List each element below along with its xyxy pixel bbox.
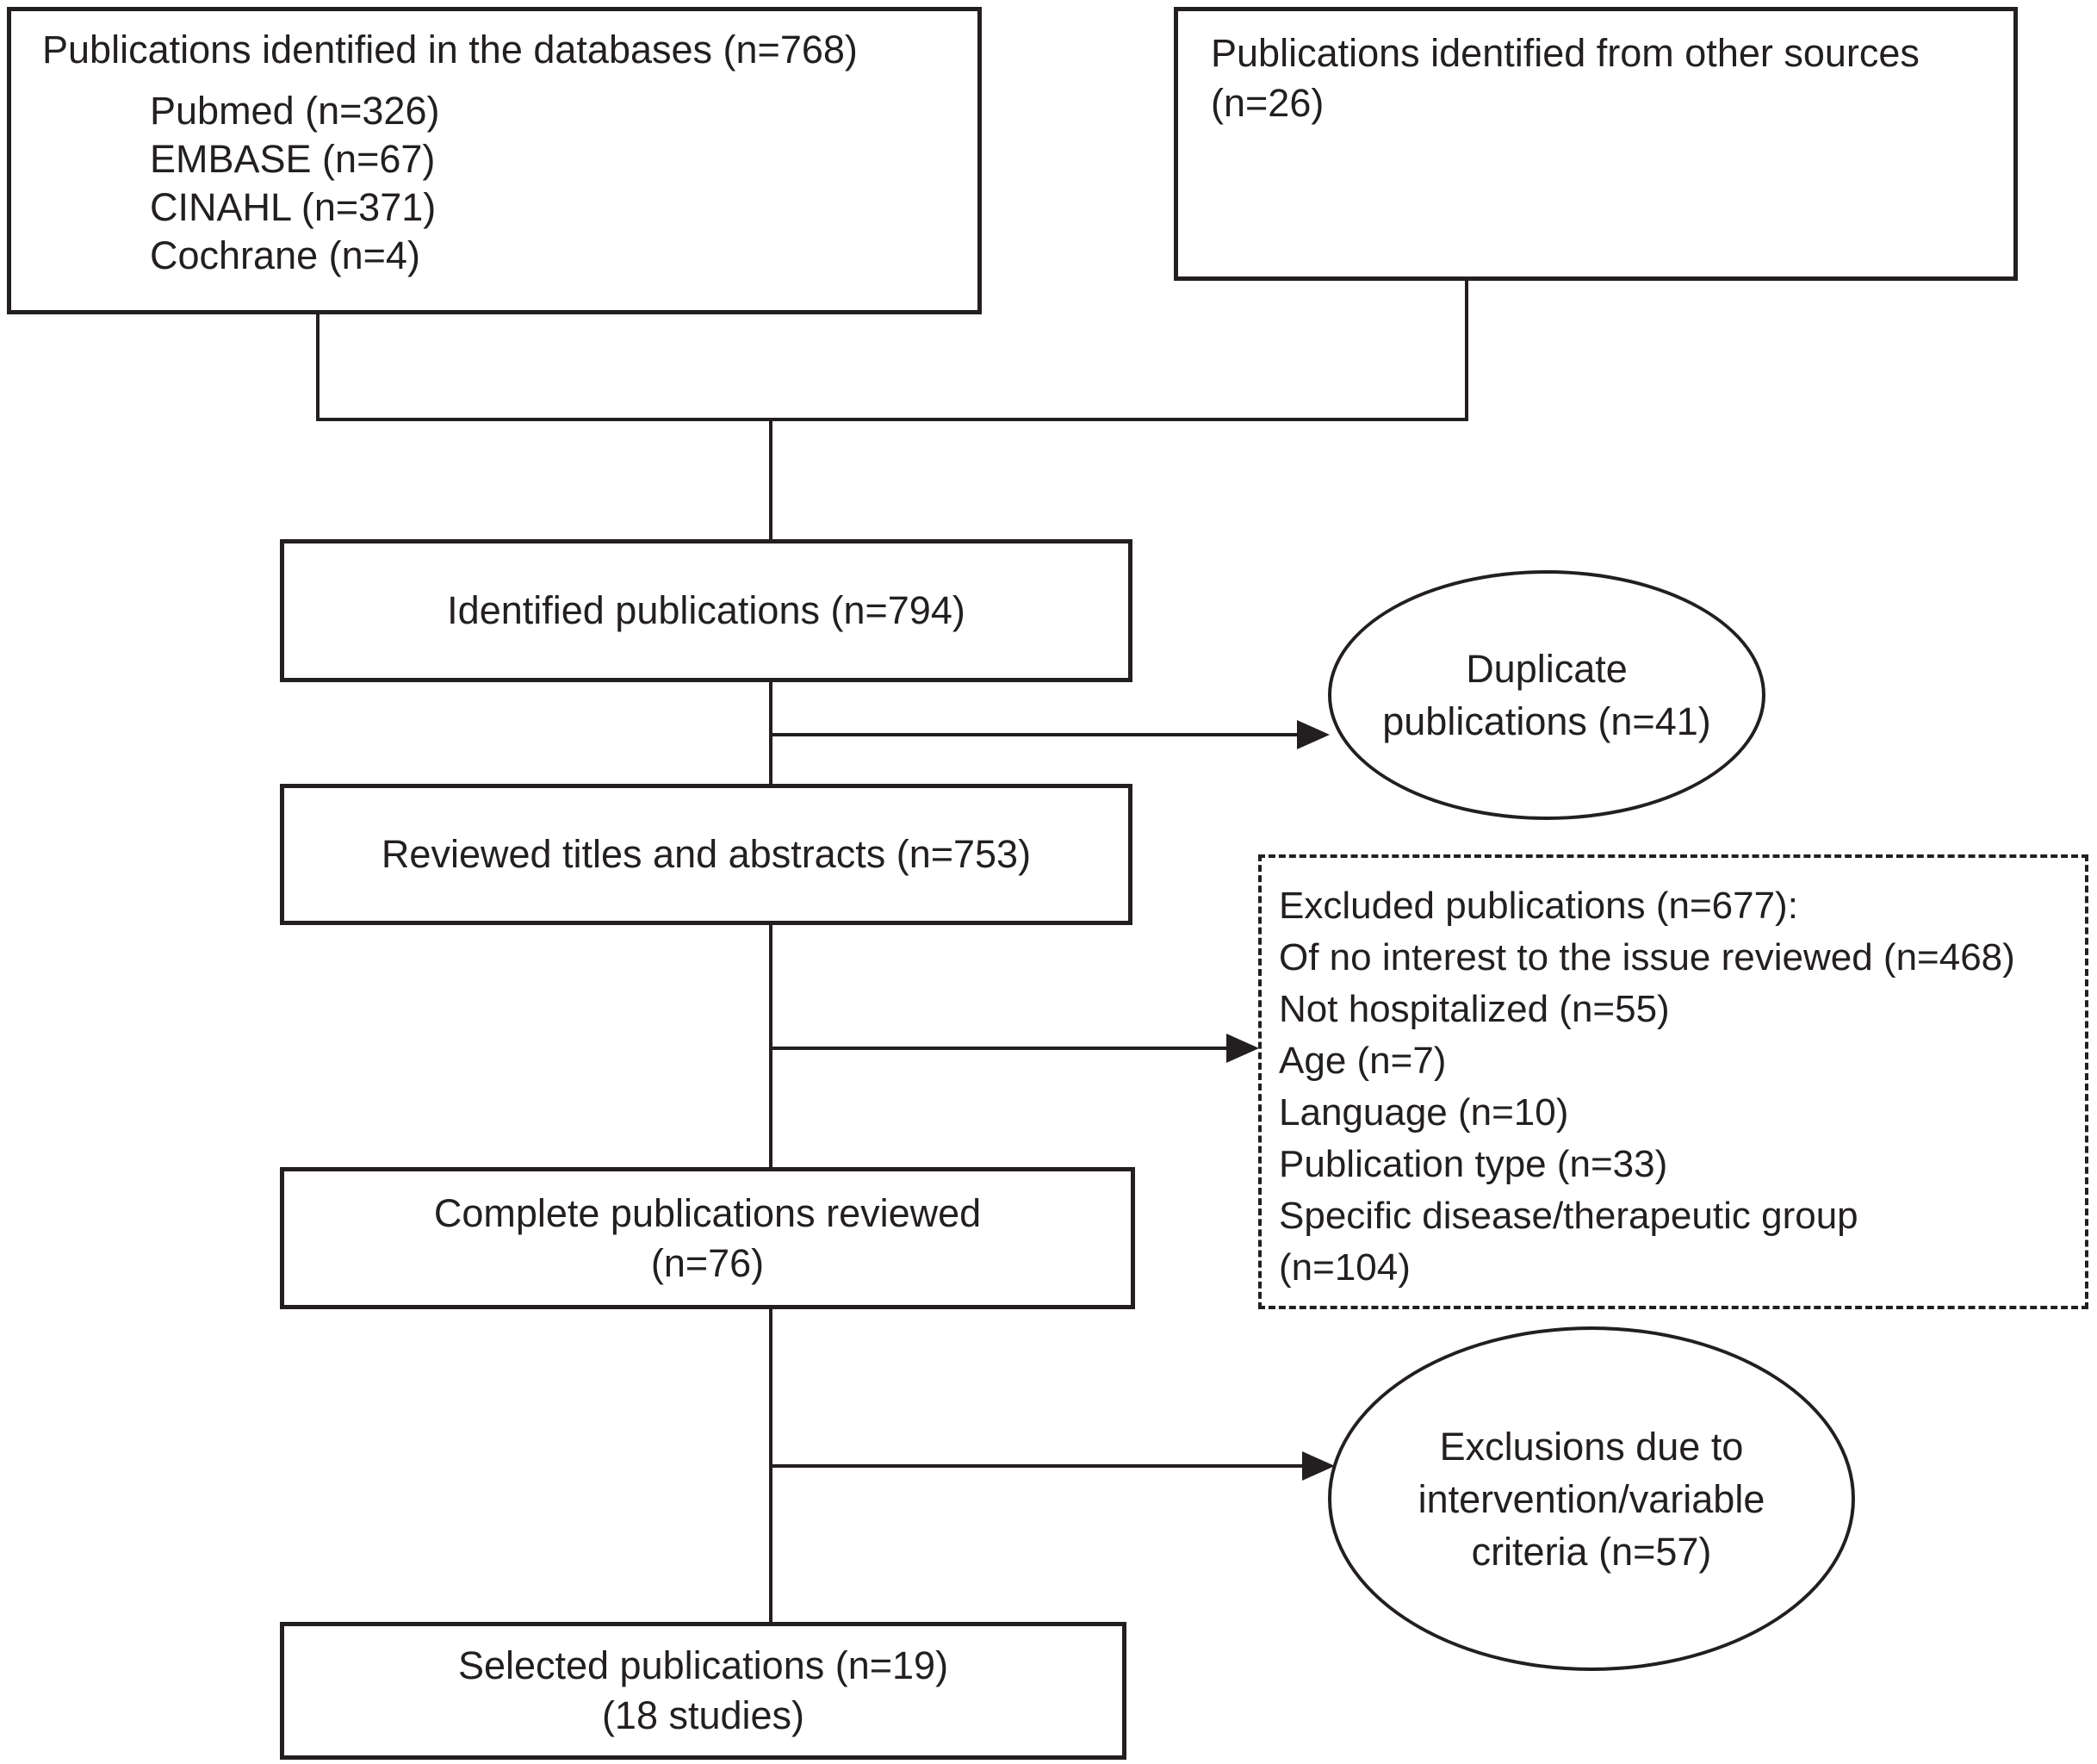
ellipse-exclusions-criteria-line: Exclusions due to xyxy=(1439,1424,1744,1469)
arrowhead-right-icon xyxy=(1297,720,1330,749)
box-other-sources: Publications identified from other sourc… xyxy=(1174,7,2018,281)
connector-reviewed-to-complete xyxy=(769,923,772,1169)
box-identified-publications: Identified publications (n=794) xyxy=(280,539,1132,682)
box-excluded-publications: Excluded publications (n=677): Of no int… xyxy=(1258,854,2088,1309)
connector-complete-to-selected xyxy=(769,1307,772,1624)
excluded-publications-title: Excluded publications (n=677): xyxy=(1279,885,1798,927)
ellipse-exclusions-criteria: Exclusions due to intervention/variable … xyxy=(1328,1326,1855,1671)
box-complete-publications: Complete publications reviewed (n=76) xyxy=(280,1167,1135,1309)
box-selected-publications-label: Selected publications (n=19) (18 studies… xyxy=(458,1641,948,1741)
excluded-reason: Age (n=7) xyxy=(1279,1040,1447,1082)
box-identified-publications-label: Identified publications (n=794) xyxy=(447,588,965,632)
ellipse-exclusions-criteria-line: intervention/variable xyxy=(1418,1476,1765,1521)
excluded-reason: Publication type (n=33) xyxy=(1279,1143,1668,1185)
box-complete-publications-line: (n=76) xyxy=(650,1240,765,1285)
database-list-item: Cochrane (n=4) xyxy=(150,233,420,277)
arrow-to-duplicates-line xyxy=(772,733,1300,736)
database-list-item: EMBASE (n=67) xyxy=(150,137,436,181)
connector-identified-to-reviewed xyxy=(769,680,772,786)
box-selected-publications-line: Selected publications (n=19) xyxy=(457,1643,949,1687)
connector-join-to-identified xyxy=(769,418,772,541)
ellipse-duplicate-publications-line: publications (n=41) xyxy=(1382,699,1711,743)
box-publications-databases-title: Publications identified in the databases… xyxy=(42,28,858,71)
ellipse-exclusions-criteria-line: criteria (n=57) xyxy=(1471,1529,1712,1574)
box-reviewed-titles-abstracts-label: Reviewed titles and abstracts (n=753) xyxy=(381,832,1032,876)
ellipse-duplicate-publications-line: Duplicate xyxy=(1466,647,1628,691)
connector-databases-down xyxy=(316,312,320,421)
connector-join-horizontal xyxy=(316,418,1468,421)
box-other-sources-line: Publications identified from other sourc… xyxy=(1211,31,1920,75)
box-other-sources-line: (n=26) xyxy=(1211,81,1325,125)
database-list: Pubmed (n=326) EMBASE (n=67) CINAHL (n=3… xyxy=(150,87,952,280)
ellipse-duplicate-publications: Duplicate publications (n=41) xyxy=(1328,570,1765,820)
box-complete-publications-line: Complete publications reviewed xyxy=(433,1190,982,1235)
excluded-reason-continued: (n=104) xyxy=(1279,1246,1411,1289)
arrow-to-exclusions-line xyxy=(772,1464,1302,1468)
arrow-to-excluded-line xyxy=(772,1047,1229,1050)
box-reviewed-titles-abstracts: Reviewed titles and abstracts (n=753) xyxy=(280,784,1132,925)
database-list-item: CINAHL (n=371) xyxy=(150,185,437,229)
connector-other-sources-down xyxy=(1465,277,1468,421)
box-selected-publications-line: (18 studies) xyxy=(601,1693,805,1737)
box-selected-publications: Selected publications (n=19) (18 studies… xyxy=(280,1622,1126,1760)
excluded-reason: Of no interest to the issue reviewed (n=… xyxy=(1279,936,2015,978)
excluded-reason: Specific disease/therapeutic group xyxy=(1279,1195,1858,1237)
excluded-reason: Language (n=10) xyxy=(1279,1091,1569,1134)
excluded-reason: Not hospitalized (n=55) xyxy=(1279,988,1670,1030)
box-complete-publications-label: Complete publications reviewed (n=76) xyxy=(434,1189,981,1289)
database-list-item: Pubmed (n=326) xyxy=(150,89,440,133)
box-publications-databases: Publications identified in the databases… xyxy=(7,7,982,314)
arrowhead-right-icon xyxy=(1226,1034,1259,1063)
